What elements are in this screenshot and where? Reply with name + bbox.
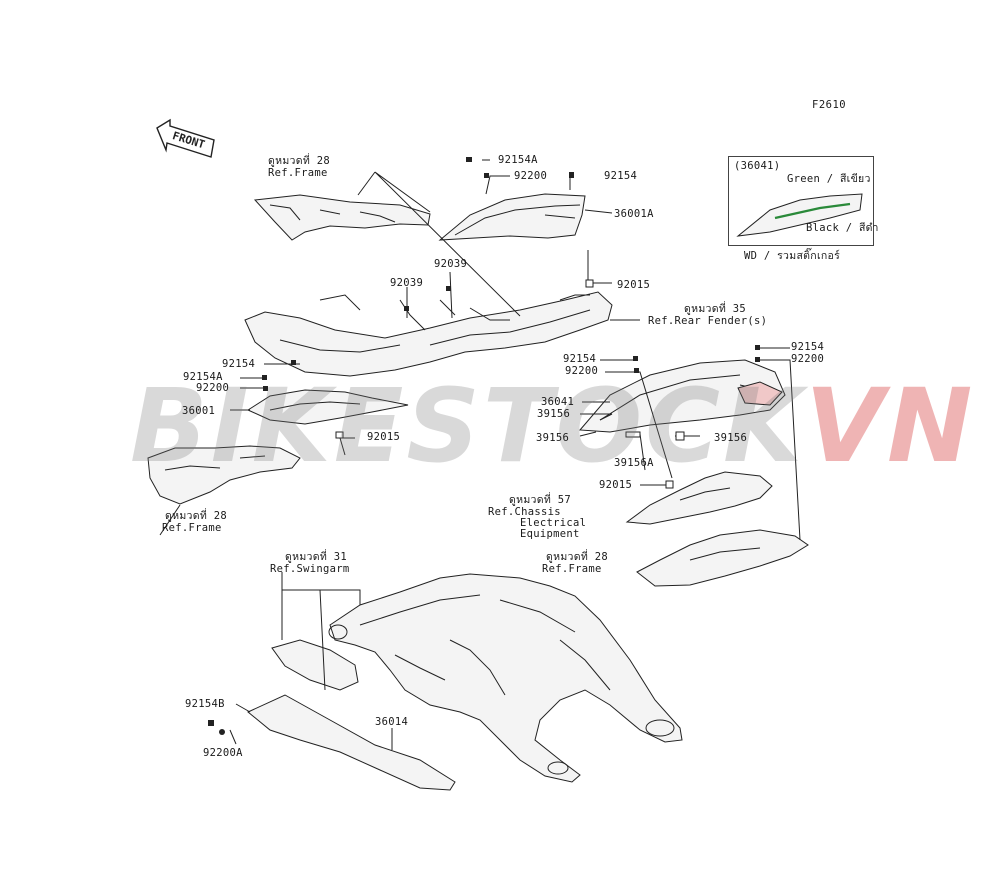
ref-chassis-en3: Equipment (520, 528, 580, 540)
ref-frame-top-th: ดูหมวดที่ 28 (268, 155, 330, 167)
side-cover-36041 (578, 359, 786, 433)
part-92154-r2: 92154 (791, 341, 825, 353)
tail-body-center (244, 291, 613, 377)
part-36001A: 36001A (614, 208, 654, 220)
part-92015-right: 92015 (599, 479, 633, 491)
part-92200-r1: 92200 (565, 365, 599, 377)
part-36001: 36001 (182, 405, 216, 417)
ref-chassis-en1: Ref.Chassis (488, 506, 561, 518)
fastener-icons (208, 157, 760, 735)
ref-rear-fender-en: Ref.Rear Fender(s) (648, 315, 768, 327)
part-92200-left: 92200 (196, 382, 230, 394)
legend-caption: WD / รวมสติ๊กเกอร์ (744, 250, 841, 262)
ref-chassis-en2: Electrical (520, 517, 587, 529)
frame-bracket-top (253, 194, 431, 241)
swingarm (329, 573, 683, 783)
part-39156-a: 39156 (537, 408, 571, 420)
legend-decal (736, 193, 863, 237)
chain-guard-upper (271, 639, 359, 691)
ref-frame-right-th: ดูหมวดที่ 28 (546, 551, 608, 563)
part-92015-top: 92015 (617, 279, 651, 291)
front-arrow-icon: FRONT (156, 118, 215, 158)
legend-part: (36041) (734, 160, 781, 172)
color-legend-box (728, 156, 874, 246)
ref-frame-top-en: Ref.Frame (268, 167, 328, 179)
ref-frame-left-th: ดูหมวดที่ 28 (165, 510, 227, 522)
legend-green: Green / สีเขียว (787, 173, 871, 185)
frame-bracket-lower (147, 445, 301, 505)
part-36041: 36041 (541, 396, 575, 408)
part-92039-b: 92039 (390, 277, 424, 289)
ref-swingarm-en: Ref.Swingarm (270, 563, 350, 575)
part-39156A: 39156A (614, 457, 654, 469)
part-92154-top: 92154 (604, 170, 638, 182)
part-92154-r1: 92154 (563, 353, 597, 365)
part-92154B: 92154B (185, 698, 225, 710)
legend-black: Black / สีดำ (806, 222, 879, 234)
part-92154A-left: 92154A (183, 371, 223, 383)
part-92015-left: 92015 (367, 431, 401, 443)
ref-frame-right-en: Ref.Frame (542, 563, 602, 575)
seat-cowl-36001A (438, 193, 586, 241)
part-92039-a: 92039 (434, 258, 468, 270)
ref-frame-left-en: Ref.Frame (162, 522, 222, 534)
part-39156-c: 39156 (714, 432, 748, 444)
part-92200-top: 92200 (514, 170, 548, 182)
electrical-tray (625, 471, 773, 525)
ref-swingarm-th: ดูหมวดที่ 31 (285, 551, 347, 563)
chain-guard-36014 (247, 694, 456, 791)
rear-frame-bracket (636, 529, 809, 587)
part-92200-r2: 92200 (791, 353, 825, 365)
part-39156-b: 39156 (536, 432, 570, 444)
part-36014: 36014 (375, 716, 409, 728)
ref-rear-fender-th: ดูหมวดที่ 35 (684, 303, 746, 315)
part-92154A-top: 92154A (498, 154, 538, 166)
ref-chassis-th: ดูหมวดที่ 57 (509, 494, 571, 506)
part-92154-left: 92154 (222, 358, 256, 370)
figure-code: F2610 (812, 99, 847, 111)
side-cover-36001 (246, 389, 409, 425)
part-92200A: 92200A (203, 747, 243, 759)
